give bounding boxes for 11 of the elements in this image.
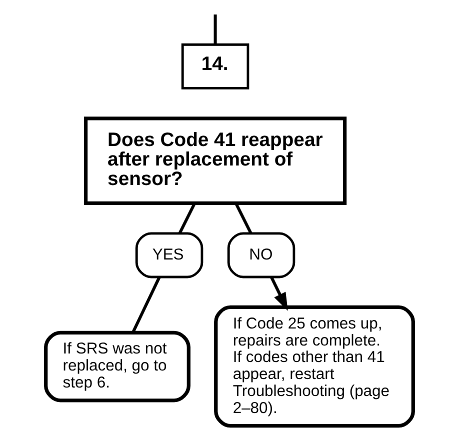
connector xyxy=(131,276,160,334)
node-box: NO xyxy=(226,232,295,278)
arrow xyxy=(270,276,288,311)
connector xyxy=(234,203,252,234)
node-box: YES xyxy=(134,232,203,278)
node-box: If Code 25 comes up, repairs are complete. If codes other than 41 appear, restart Troubleshooting (page 2–80). xyxy=(214,305,414,428)
node-box: If SRS was not replaced, go to step 6. xyxy=(44,330,190,402)
node-box: Does Code 41 reappear after replacement of sensor? xyxy=(83,116,346,205)
node-box: 14. xyxy=(180,43,249,90)
connector xyxy=(213,14,216,44)
connector xyxy=(178,203,196,234)
